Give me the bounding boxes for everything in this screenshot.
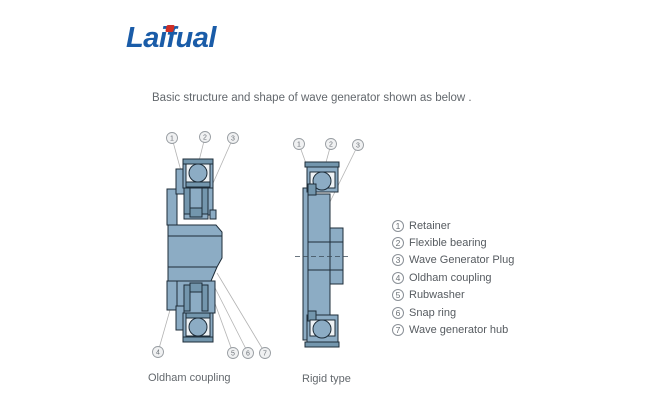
svg-text:3: 3 [356,143,360,150]
rigid-type-label: Rigid type [302,373,351,385]
top-bearing-assembly [175,158,217,220]
svg-text:1: 1 [170,136,174,143]
legend-item-snap-ring: 6 Snap ring [392,304,514,321]
svg-text:4: 4 [156,350,160,357]
legend-item-rubwasher: 5 Rubwasher [392,287,514,304]
callout-4: 4 [152,346,164,358]
svg-text:2: 2 [203,135,207,142]
legend-num-5: 5 [392,289,404,302]
svg-text:1: 1 [297,142,301,149]
callout-3: 3 [227,132,239,144]
callout-2: 2 [199,131,211,143]
leader-lines [157,136,266,354]
bearing-ball-top [188,163,208,183]
callout-1: 1 [293,138,305,150]
callout-2: 2 [325,138,337,150]
callout-3: 3 [352,139,364,151]
callout-7: 7 [259,347,271,359]
legend-label-1: Retainer [409,219,451,232]
legend-item-retainer: 1 Retainer [392,217,514,234]
bearing-ball-bottom [188,317,208,337]
bottom-bearing [304,310,340,348]
legend-num-6: 6 [392,306,404,319]
svg-text:2: 2 [329,142,333,149]
legend-item-wave-generator-plug: 3 Wave Generator Plug [392,252,514,269]
rigid-body-section [295,187,349,341]
legend-item-flexible-bearing: 2 Flexible bearing [392,234,514,251]
legend-item-oldham-coupling: 4 Oldham coupling [392,269,514,286]
wave-generator-hub-section [166,188,223,311]
legend-num-2: 2 [392,237,404,250]
legend-label-6: Snap ring [409,306,457,319]
oldham-coupling-diagram: 1 2 3 4 5 6 7 [152,131,271,359]
callout-6: 6 [242,347,254,359]
legend-item-wave-generator-hub: 7 Wave generator hub [392,321,514,338]
legend-label-7: Wave generator hub [409,324,509,337]
laifual-logo: Laifual [126,22,216,62]
svg-text:7: 7 [263,351,267,358]
svg-text:3: 3 [231,136,235,143]
legend-label-5: Rubwasher [409,289,465,302]
svg-text:6: 6 [246,351,250,358]
callout-5: 5 [227,347,239,359]
legend-num-4: 4 [392,271,404,284]
bearing-ball-top [312,171,332,191]
legend-label-3: Wave Generator Plug [409,254,515,267]
parts-legend: 1 Retainer 2 Flexible bearing 3 Wave Gen… [392,217,514,339]
logo-i-dot [165,25,175,32]
legend-num-7: 7 [392,324,404,337]
callout-1: 1 [166,132,178,144]
bottom-bearing-assembly [175,280,216,343]
svg-text:5: 5 [231,351,235,358]
rigid-type-diagram: 1 2 3 [293,138,364,348]
oldham-coupling-label: Oldham coupling [148,372,231,384]
bearing-ball-bottom [312,319,332,339]
legend-label-4: Oldham coupling [409,271,492,284]
legend-num-1: 1 [392,219,404,232]
legend-label-2: Flexible bearing [409,237,487,250]
top-bearing [304,161,340,196]
caption-text: Basic structure and shape of wave genera… [152,92,472,104]
legend-num-3: 3 [392,254,404,267]
